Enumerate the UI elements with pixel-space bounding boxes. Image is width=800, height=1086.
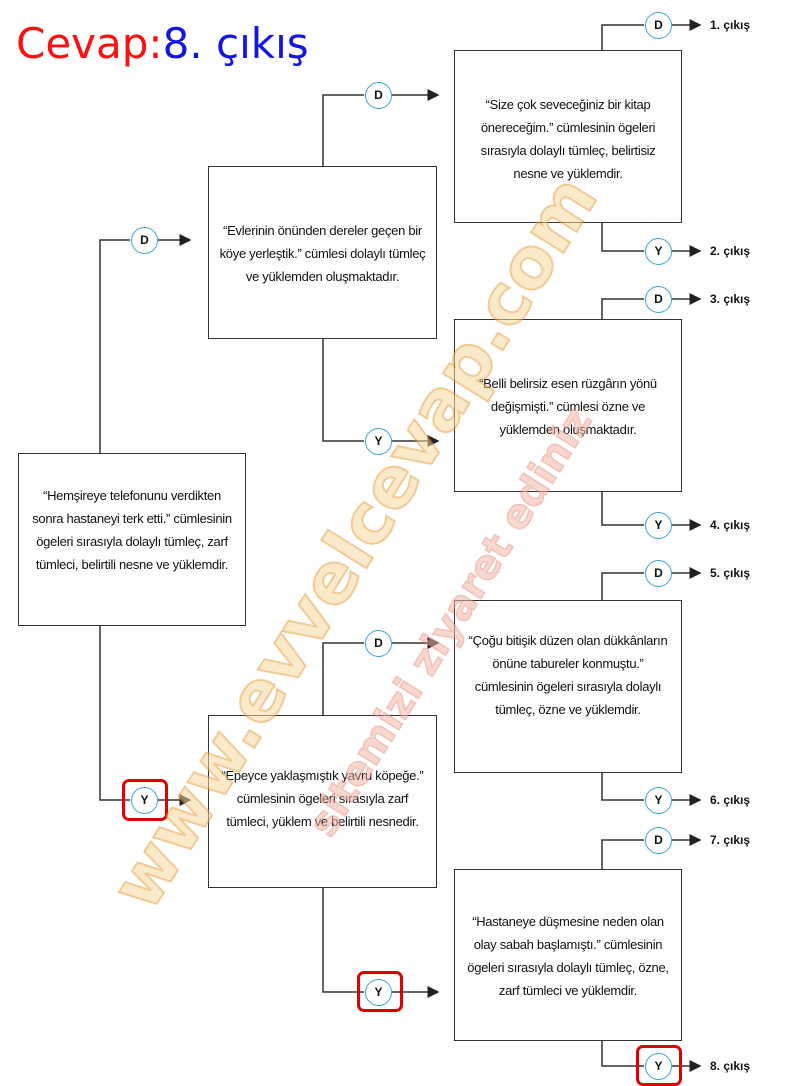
node-true: D — [365, 82, 392, 109]
statement-box-root: “Hemşireye telefonunu verdikten sonra ha… — [18, 453, 246, 626]
exit-label-1: 1. çıkış — [710, 18, 751, 32]
statement-box-d3: “Çoğu bitişik düzen olan dükkânların önü… — [454, 600, 682, 773]
node-true: D — [645, 12, 672, 39]
node-false: Y — [645, 238, 672, 265]
statement-box-d4: “Hastaneye düşmesine neden olan olay sab… — [454, 869, 682, 1041]
answer-prefix: Cevap: — [16, 19, 163, 68]
exit-label-7: 7. çıkış — [710, 833, 751, 847]
answer-path-highlight — [636, 1045, 682, 1086]
answer-path-highlight — [122, 779, 168, 821]
statement-box-c: “Epeyce yaklaşmıştık yavru köpeğe.” cüml… — [208, 715, 437, 888]
node-true: D — [645, 827, 672, 854]
exit-label-4: 4. çıkış — [710, 518, 751, 532]
node-true: D — [645, 286, 672, 313]
exit-label-8: 8. çıkış — [710, 1059, 751, 1073]
statement-box-d2: “Belli belirsiz esen rüzgârın yönü değiş… — [454, 319, 682, 492]
statement-text: “Çoğu bitişik düzen olan dükkânların önü… — [468, 633, 668, 717]
answer-path-highlight — [357, 971, 403, 1012]
statement-text: “Hemşireye telefonunu verdikten sonra ha… — [32, 488, 232, 572]
exit-label-2: 2. çıkış — [710, 244, 751, 258]
answer-value: 8. çıkış — [162, 19, 309, 68]
node-true: D — [131, 227, 158, 254]
statement-text: “Evlerinin önünden dereler geçen bir köy… — [219, 223, 426, 284]
statement-box-d1: “Size çok seveceğiniz bir kitap önereceğ… — [454, 50, 682, 223]
node-false: Y — [365, 979, 392, 1006]
node-false: Y — [131, 787, 158, 814]
node-false: Y — [645, 1053, 672, 1080]
node-false: Y — [645, 787, 672, 814]
exit-label-6: 6. çıkış — [710, 793, 751, 807]
node-false: Y — [365, 428, 392, 455]
statement-box-b: “Evlerinin önünden dereler geçen bir köy… — [208, 166, 437, 339]
statement-text: “Size çok seveceğiniz bir kitap önereceğ… — [480, 97, 656, 181]
statement-text: “Epeyce yaklaşmıştık yavru köpeğe.” cüml… — [221, 768, 424, 829]
statement-text: “Belli belirsiz esen rüzgârın yönü değiş… — [479, 376, 657, 437]
node-false: Y — [645, 512, 672, 539]
exit-label-3: 3. çıkış — [710, 292, 751, 306]
exit-label-5: 5. çıkış — [710, 566, 751, 580]
statement-text: “Hastaneye düşmesine neden olan olay sab… — [467, 914, 669, 998]
answer-title: Cevap:8. çıkış — [16, 14, 309, 74]
node-true: D — [645, 560, 672, 587]
node-true: D — [365, 630, 392, 657]
